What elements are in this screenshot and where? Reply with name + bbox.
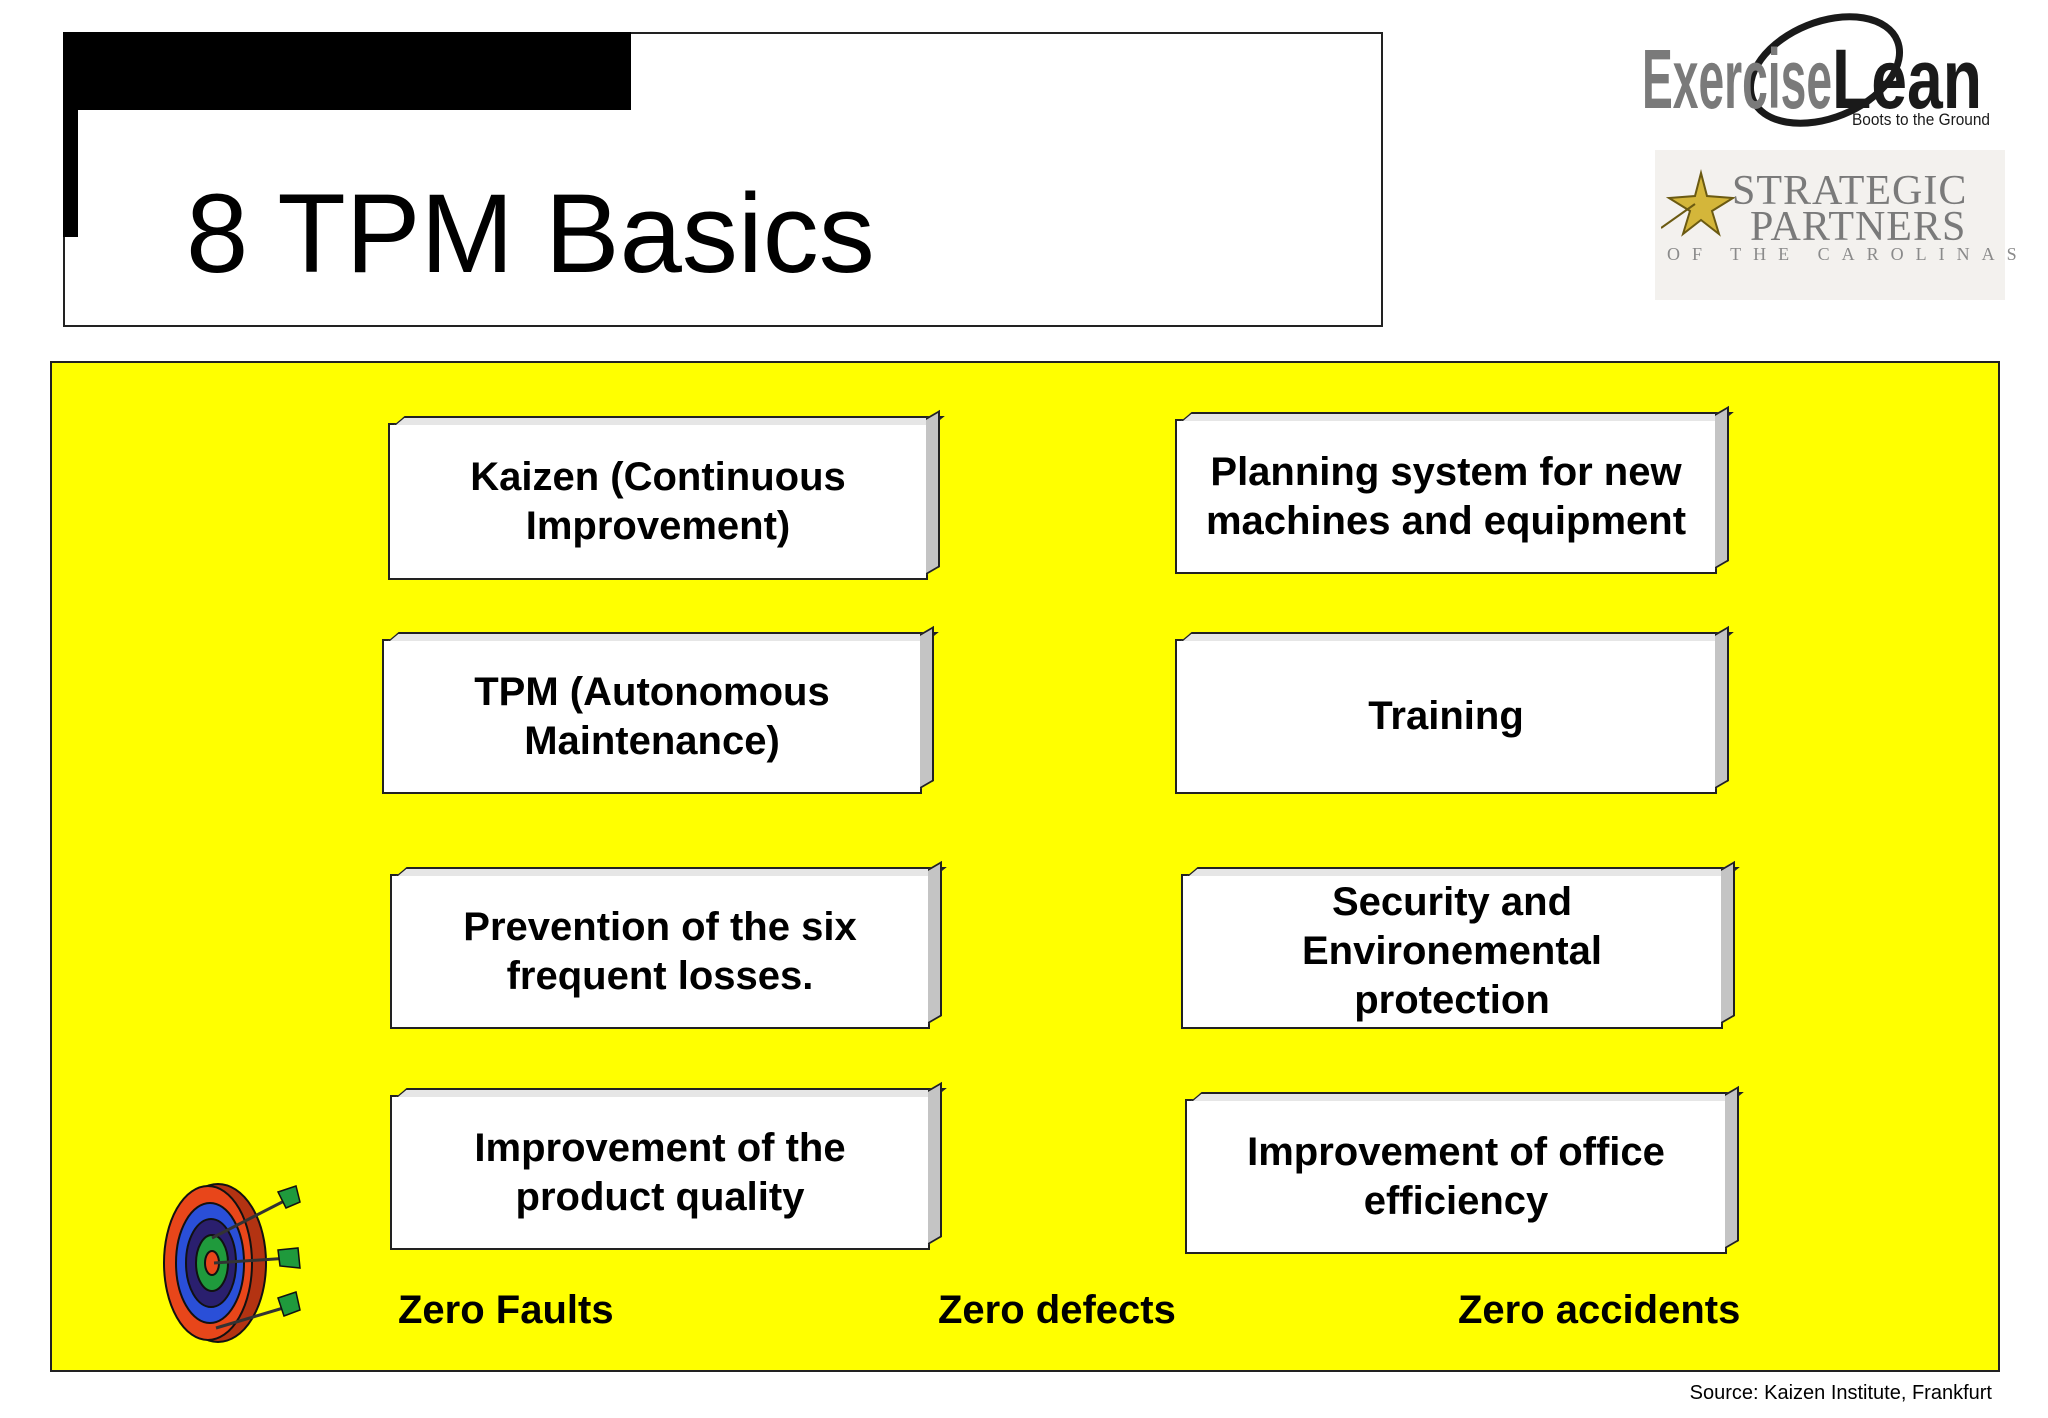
- title-accent-bar: [63, 32, 631, 110]
- source-note: Source: Kaizen Institute, Frankfurt: [1689, 1382, 1992, 1404]
- basic-prevention-box: Prevention of the six frequent losses.: [390, 860, 947, 1029]
- svg-text:Lean: Lean: [1832, 32, 1982, 126]
- basic-office-label: Improvement of office efficiency: [1247, 1129, 1665, 1223]
- svg-text:Exercise: Exercise: [1642, 32, 1832, 126]
- basic-tpm-box: TPM (Autonomous Maintenance): [382, 625, 939, 794]
- title-accent-side: [63, 32, 78, 237]
- exercise-lean-logo: Exercise Lean Boots to the Ground: [1640, 8, 2000, 133]
- svg-text:Boots to the Ground: Boots to the Ground: [1852, 110, 1990, 129]
- goal-zero-defects: Zero defects: [938, 1288, 1176, 1332]
- star-icon: [1661, 169, 1737, 237]
- strategic-line1: STRATEGIC: [1732, 168, 1968, 214]
- basic-tpm-label: TPM (Autonomous Maintenance): [474, 669, 830, 763]
- strategic-partners-logo: STRATEGIC PARTNERS OF THE CAROLINAS: [1655, 150, 2017, 300]
- basic-quality-box: Improvement of the product quality: [390, 1081, 947, 1250]
- basic-planning-box: Planning system for new machines and equ…: [1175, 405, 1734, 574]
- basic-quality-label: Improvement of the product quality: [474, 1125, 846, 1219]
- dartboard-target-icon: [163, 1183, 301, 1343]
- basic-security-label: Security and Environemental protection: [1301, 880, 1603, 1022]
- basic-training-box: Training: [1175, 625, 1734, 794]
- basic-planning-label: Planning system for new machines and equ…: [1205, 449, 1687, 543]
- basic-office-box: Improvement of office efficiency: [1185, 1085, 1744, 1254]
- page-title: 8 TPM Basics: [186, 171, 875, 296]
- strategic-line3: OF THE CAROLINAS: [1667, 244, 2029, 264]
- strategic-line2: PARTNERS: [1750, 204, 1967, 250]
- basic-training-label: Training: [1368, 694, 1524, 739]
- goal-zero-accidents: Zero accidents: [1458, 1288, 1741, 1332]
- basic-kaizen-label: Kaizen (Continuous Improvement): [470, 454, 846, 548]
- basic-prevention-label: Prevention of the six frequent losses.: [463, 904, 857, 998]
- goal-zero-faults: Zero Faults: [398, 1288, 614, 1332]
- basic-kaizen-box: Kaizen (Continuous Improvement): [388, 409, 945, 580]
- basic-security-box: Security and Environemental protection: [1181, 860, 1740, 1029]
